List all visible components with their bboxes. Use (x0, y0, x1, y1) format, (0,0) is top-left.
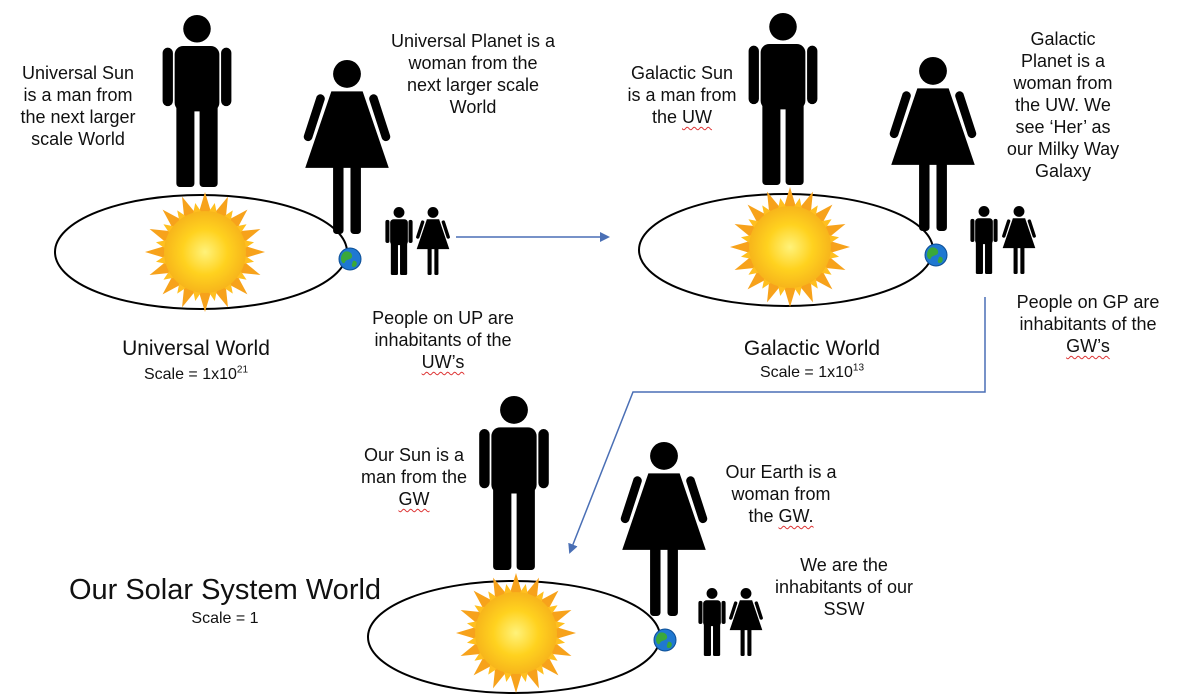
woman-icon (415, 207, 451, 275)
caption-line: Galaxy (1034, 161, 1092, 181)
man-icon (162, 15, 232, 187)
caption-line: inhabitants of our (774, 577, 914, 597)
caption-line: the next larger (20, 107, 136, 127)
caption-line: People on GP are (1016, 292, 1160, 312)
caption-word: GW (398, 489, 430, 509)
man-icon (479, 396, 549, 570)
man-icon (748, 13, 818, 185)
galactic-people-caption: People on GP are inhabitants of the GW’s (1000, 291, 1176, 357)
earth-icon (924, 243, 948, 267)
caption-line: woman from the (408, 53, 538, 73)
caption-word: UW (682, 107, 713, 127)
caption-line: inhabitants of the (1019, 314, 1157, 334)
woman-icon (1001, 206, 1037, 274)
man-icon (385, 207, 413, 275)
galactic-world-scale: Scale = 1x1013 (712, 362, 912, 382)
galactic-world-group (638, 13, 1037, 307)
caption-line: woman from (1013, 73, 1113, 93)
caption-line: Galactic (1030, 29, 1096, 49)
man-icon (698, 588, 726, 656)
galactic-sun-caption: Galactic Sun is a man from the UW (612, 62, 752, 128)
caption-line: see ‘Her’ as (1015, 117, 1111, 137)
solar-inhabitants-caption: We are the inhabitants of our SSW (756, 554, 932, 620)
sun-icon (145, 192, 265, 312)
scale-exponent: 21 (236, 364, 249, 376)
caption-line: Universal Planet is a (390, 31, 556, 51)
caption-line: People on UP are (372, 308, 514, 328)
caption-line: Planet is a (1020, 51, 1106, 71)
caption-line: woman from (731, 484, 831, 504)
galactic-planet-caption: Galactic Planet is a woman from the UW. … (988, 28, 1138, 182)
universal-sun-caption: Universal Sun is a man from the next lar… (4, 62, 152, 150)
caption-line: GW (342, 488, 486, 510)
caption-line: scale World (31, 129, 125, 149)
galactic-world-title: Galactic World (743, 337, 881, 360)
caption-line: is a man from (23, 85, 133, 105)
solar-earth-caption: Our Earth is a woman from the GW. (706, 461, 856, 527)
caption-word: UW’s (421, 352, 465, 372)
scale-text: Scale = 1x10 (143, 366, 237, 383)
solar-world-scale: Scale = 1 (191, 610, 259, 627)
caption-line: the GW. (748, 506, 814, 526)
earth-icon (653, 628, 677, 652)
universal-people-caption: People on UP are inhabitants of the UW’s (352, 307, 534, 373)
caption-line: the UW (651, 107, 713, 127)
caption-line: SSW (823, 599, 865, 619)
man-icon (970, 206, 998, 274)
caption-line: We are the (800, 555, 888, 575)
universal-planet-caption: Universal Planet is a woman from the nex… (366, 30, 580, 118)
caption-line: UW’s (352, 351, 534, 373)
solar-world-title: Our Solar System World (68, 574, 382, 606)
caption-line: is a man from (627, 85, 737, 105)
caption-word: GW. (778, 506, 814, 526)
arrow-galactic-to-solar (568, 297, 986, 554)
caption-line: next larger scale (406, 75, 540, 95)
solar-world-group (367, 396, 764, 694)
scale-exponent: 13 (852, 362, 865, 374)
caption-line: man from the (360, 467, 468, 487)
universal-world-title: Universal World (122, 337, 270, 360)
caption-line: GW’s (1000, 335, 1176, 357)
caption-line: inhabitants of the (374, 330, 512, 350)
solar-sun-caption: Our Sun is a man from the GW (342, 444, 486, 510)
earth-icon (338, 247, 362, 271)
caption-line: Our Sun is a (363, 445, 465, 465)
universal-world-scale: Scale = 1x1021 (96, 364, 296, 384)
caption-word: GW’s (1066, 336, 1110, 356)
scale-text: Scale = 1x10 (759, 364, 853, 381)
sun-icon (456, 573, 576, 693)
woman-icon (888, 57, 978, 231)
caption-line: World (449, 97, 497, 117)
woman-icon (619, 442, 709, 616)
sun-icon (730, 187, 850, 307)
caption-line: our Milky Way (1006, 139, 1120, 159)
caption-line: the UW. We (1015, 95, 1111, 115)
caption-line: Universal Sun (21, 63, 135, 83)
universal-world-group (54, 15, 451, 312)
caption-line: Our Earth is a (725, 462, 837, 482)
caption-line: Galactic Sun (630, 63, 734, 83)
